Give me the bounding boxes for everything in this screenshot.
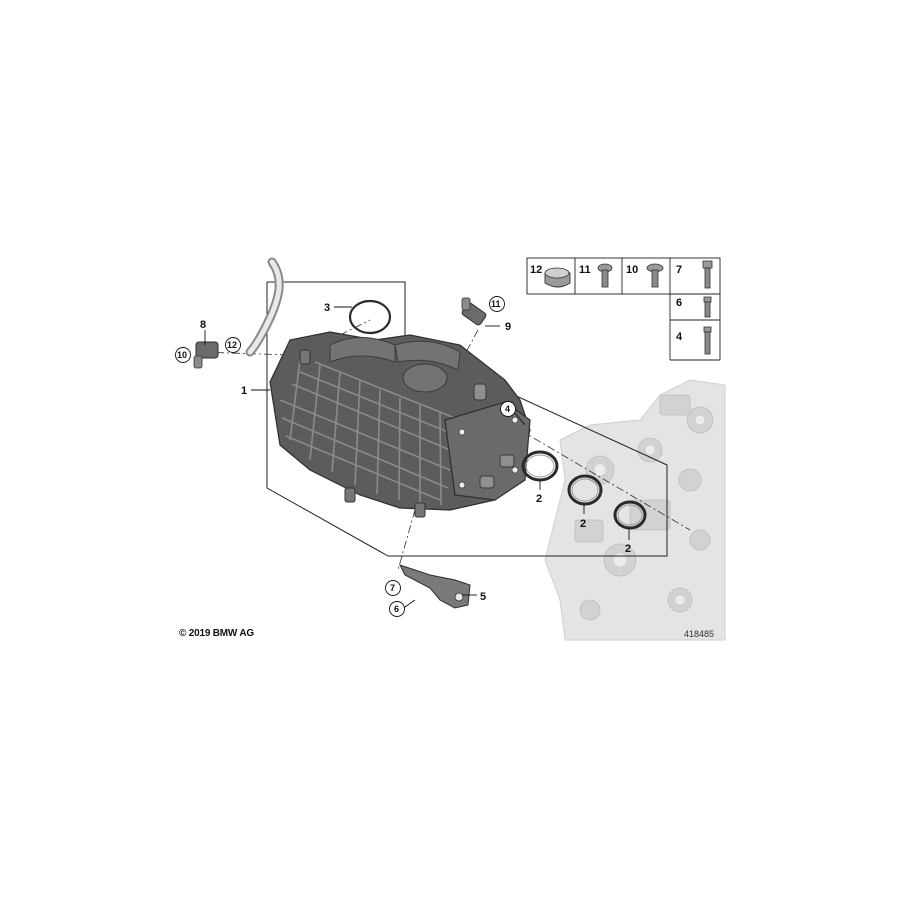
callout-9: 9 <box>505 321 511 333</box>
intake-manifold <box>269 331 531 518</box>
callout-1: 1 <box>241 385 247 397</box>
hardware-legend <box>526 257 721 361</box>
sensor-part-9 <box>461 297 487 326</box>
callout-2-b: 2 <box>580 518 586 530</box>
legend-label-11: 11 <box>579 264 591 276</box>
callout-2-a: 2 <box>536 493 542 505</box>
stud-icon-7 <box>702 260 713 289</box>
callout-4: 4 <box>505 404 510 414</box>
callout-2-c: 2 <box>625 543 631 555</box>
bracket-part-5 <box>399 564 471 609</box>
gasket-ring <box>348 299 392 335</box>
legend-label-7: 7 <box>676 264 682 276</box>
legend-label-4: 4 <box>676 331 683 343</box>
clamp-icon <box>544 267 571 288</box>
callout-3: 3 <box>324 302 330 314</box>
copyright-text: © 2019 BMW AG <box>179 628 254 639</box>
breather-hose <box>245 257 284 357</box>
legend-label-12: 12 <box>530 264 542 276</box>
callout-11: 11 <box>491 299 501 309</box>
legend-label-6: 6 <box>676 297 682 309</box>
callout-7: 7 <box>390 583 395 593</box>
engine-block-illustration <box>544 379 726 641</box>
bolt-icon-11 <box>597 263 613 288</box>
callout-8: 8 <box>200 319 206 331</box>
legend-label-10: 10 <box>626 264 638 276</box>
callout-12: 12 <box>227 340 237 350</box>
assembly-frame <box>266 281 668 557</box>
sensor-part-8 <box>193 341 219 369</box>
screw-icon-4 <box>703 326 712 355</box>
callout-6: 6 <box>394 604 399 614</box>
bolt-icon-10 <box>646 263 664 288</box>
callout-10: 10 <box>177 350 187 360</box>
diagram-id: 418485 <box>684 629 715 639</box>
callout-5: 5 <box>480 591 486 603</box>
screw-icon-6 <box>703 296 712 318</box>
circled-callouts <box>175 296 516 617</box>
